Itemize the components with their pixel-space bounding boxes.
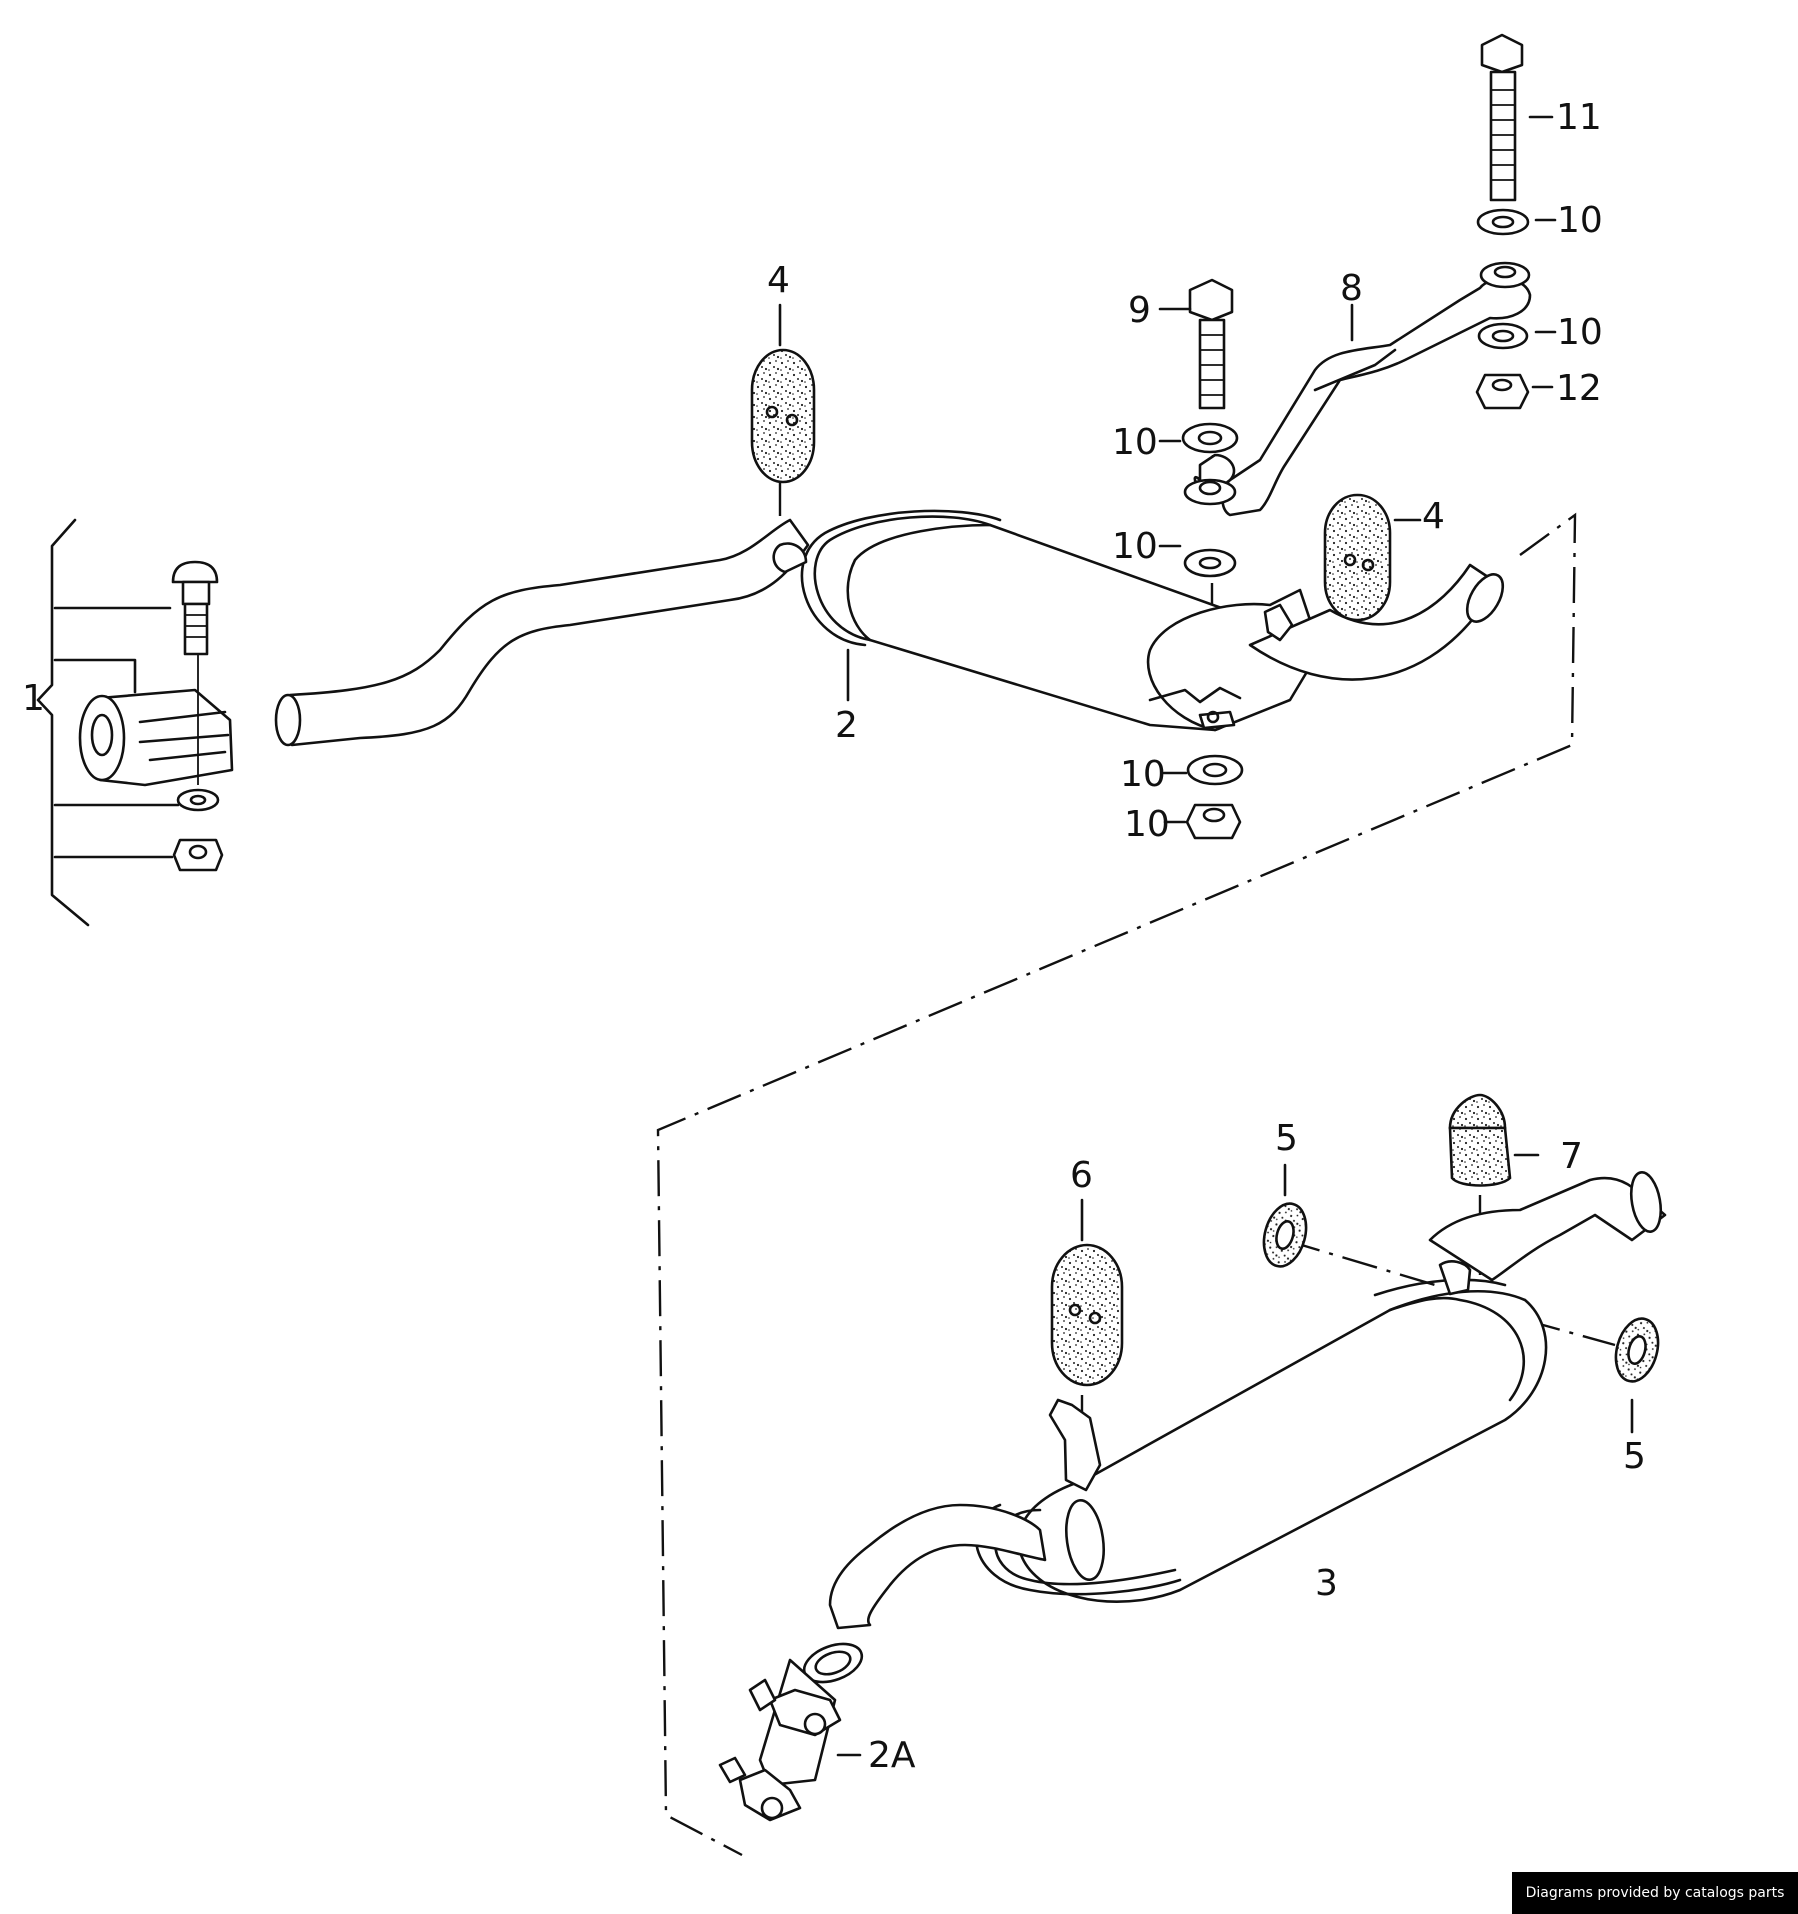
label-2a: 2A (868, 1735, 916, 1776)
clamp-washer (176, 788, 220, 812)
clamp-body (78, 655, 234, 787)
hex-bolt-9 (1158, 278, 1234, 410)
hanger-bracket-8 (1183, 261, 1532, 517)
rubber-hanger-right (1323, 493, 1422, 622)
label-3: 3 (1315, 1563, 1338, 1604)
label-13: 12 (1556, 368, 1602, 409)
hex-bolt-12 (1480, 33, 1554, 202)
front-muffler (274, 509, 1505, 747)
rubber-hanger-rear (1050, 1198, 1124, 1387)
label-10d: 10 (1112, 526, 1158, 567)
label-10c: 10 (1112, 422, 1158, 463)
label-6: 6 (1070, 1155, 1093, 1196)
rubber-hanger-left (750, 303, 816, 484)
label-9: 9 (1128, 290, 1151, 331)
clamp-assembly-group (36, 518, 234, 927)
diagram-credit: Diagrams provided by catalogs parts (1512, 1872, 1798, 1914)
label-5b: 5 (1623, 1436, 1646, 1477)
label-12: 11 (1556, 97, 1602, 138)
label-5a: 5 (1275, 1118, 1298, 1159)
nut-13 (1475, 373, 1554, 410)
label-10e: 10 (1120, 754, 1166, 795)
clamp-sleeve-2a (718, 1642, 864, 1822)
clamp-nut (172, 838, 224, 872)
rubber-washer-5-lower (1614, 1317, 1660, 1434)
rubber-washer-5-upper (1262, 1163, 1308, 1268)
label-4b: 4 (1422, 496, 1445, 537)
washers-10 (1158, 208, 1557, 786)
label-10a: 10 (1557, 200, 1603, 241)
label-10b: 10 (1557, 312, 1603, 353)
label-8: 8 (1340, 268, 1363, 309)
label-2: 2 (835, 705, 858, 746)
callout-labels: 1 2 2A 3 4 4 5 5 6 7 8 9 10 10 10 10 10 … (22, 97, 1646, 1776)
nut-11 (1163, 803, 1242, 840)
rear-muffler (828, 1171, 1667, 1630)
rubber-bump-stop-7 (1448, 1093, 1540, 1187)
label-7: 7 (1560, 1136, 1583, 1177)
carriage-bolt (171, 560, 219, 656)
label-4a: 4 (767, 260, 790, 301)
label-1: 1 (22, 678, 45, 719)
label-11: 10 (1124, 804, 1170, 845)
